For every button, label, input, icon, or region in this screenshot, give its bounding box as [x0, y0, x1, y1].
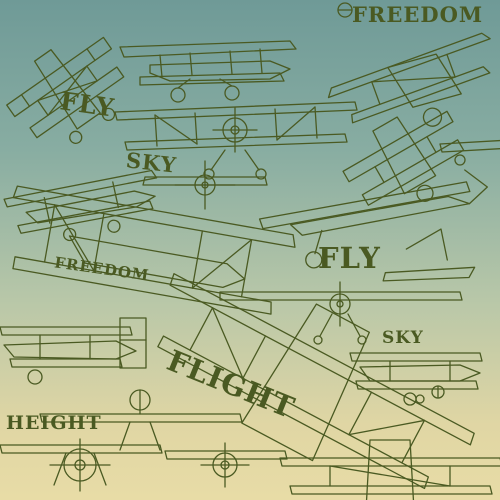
biplane-icon [219, 281, 463, 345]
word-sky: SKY [382, 328, 424, 348]
biplane-icon [12, 185, 296, 315]
monoplane-icon [439, 139, 500, 166]
biplane-icon [6, 36, 125, 144]
biplane-icon [0, 326, 137, 385]
word-height: HEIGHT [6, 412, 102, 434]
biplane-icon [279, 439, 500, 500]
biplane-icon [114, 101, 358, 180]
biplane-icon [342, 110, 465, 206]
biplane-icon [119, 317, 147, 369]
monoplane-icon [382, 228, 476, 282]
word-fly: FLY [58, 86, 117, 123]
biplane-icon [119, 40, 297, 103]
propeller-icon [142, 160, 268, 210]
word-sky: SKY [124, 147, 179, 178]
word-fly: FLY [318, 241, 381, 275]
biplane-icon [327, 32, 491, 127]
monoplane-icon [258, 169, 488, 269]
compass-icon [337, 2, 353, 18]
biplane-icon [3, 169, 158, 242]
biplane-icon [349, 352, 483, 406]
word-freedom: FREEDOM [352, 2, 484, 27]
propeller-icon [0, 438, 163, 492]
compass-icon [431, 385, 445, 399]
biplane-icon [157, 273, 475, 490]
biplane-icon [39, 389, 243, 451]
propeller-icon [164, 442, 288, 488]
